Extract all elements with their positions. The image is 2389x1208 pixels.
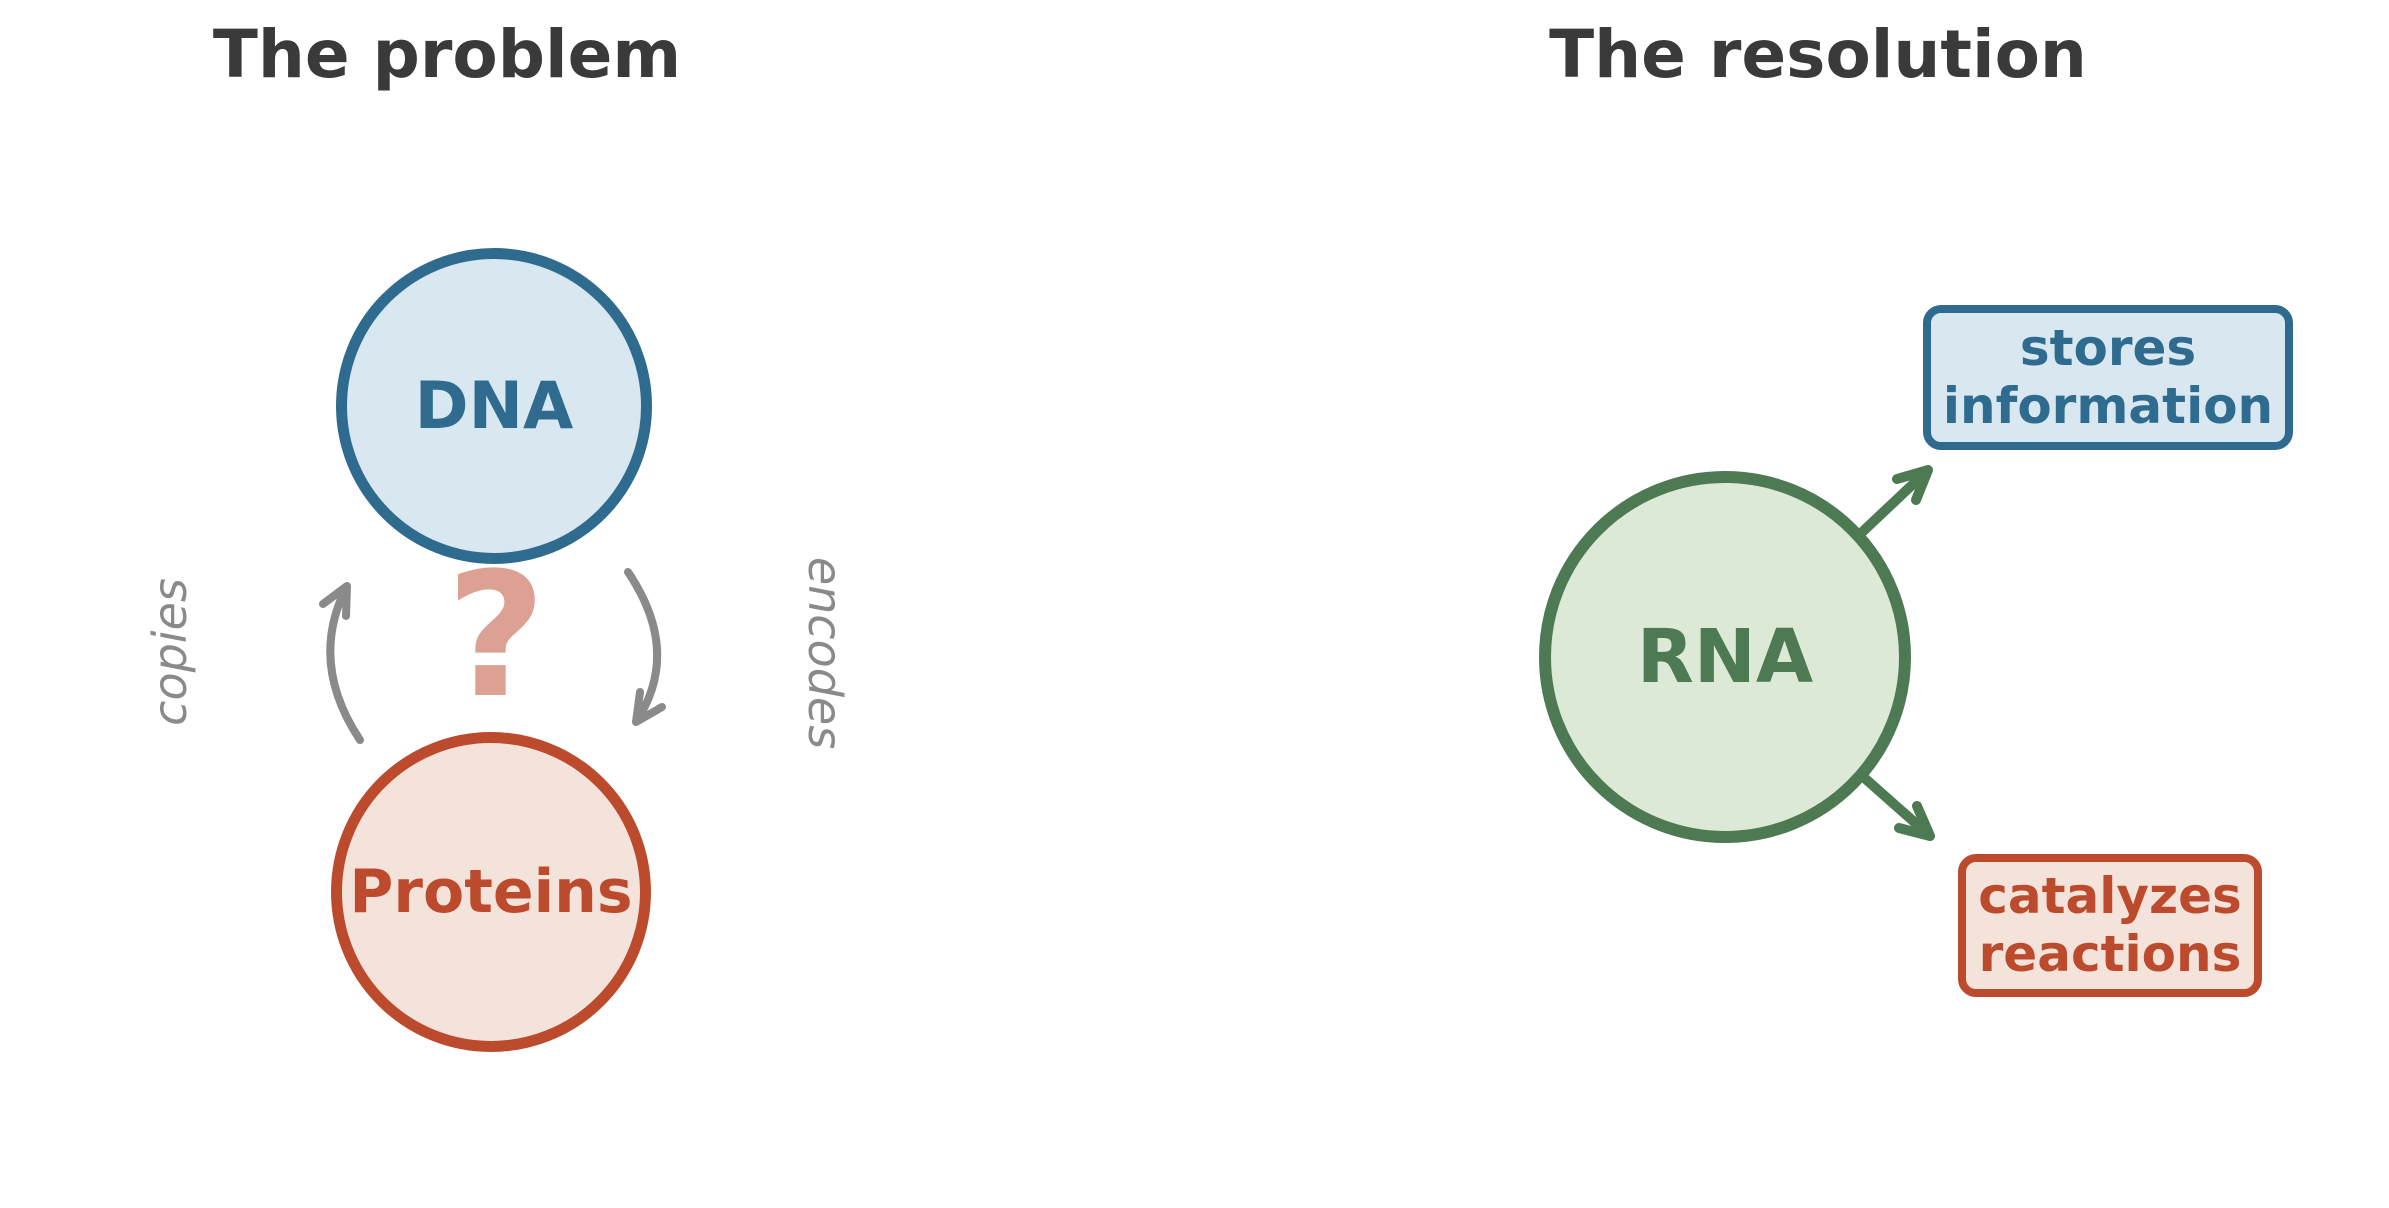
rna-label: RNA [1636,614,1814,700]
proteins-node: Proteins [331,732,651,1052]
catalyzes-reactions-box: catalyzes reactions [1958,854,2262,997]
encodes-edge-label: encodes [798,556,852,750]
copies-edge-label: copies [143,578,197,726]
dna-label: DNA [414,368,574,444]
dna-node: DNA [336,248,652,564]
stores-information-box: stores information [1923,305,2293,450]
rna-to-catalyzes-arrow-icon [1855,769,1935,841]
copies-arrow-icon [319,582,364,744]
question-mark: ? [446,535,546,736]
problem-title: The problem [212,16,682,93]
resolution-title: The resolution [1549,16,2087,93]
encodes-arrow-icon [624,568,666,726]
rna-to-stores-arrow-icon [1853,465,1933,541]
catalyzes-reactions-label: catalyzes reactions [1978,867,2242,983]
rna-node: RNA [1539,471,1911,843]
proteins-label: Proteins [349,857,633,927]
stores-information-label: stores information [1942,319,2274,435]
